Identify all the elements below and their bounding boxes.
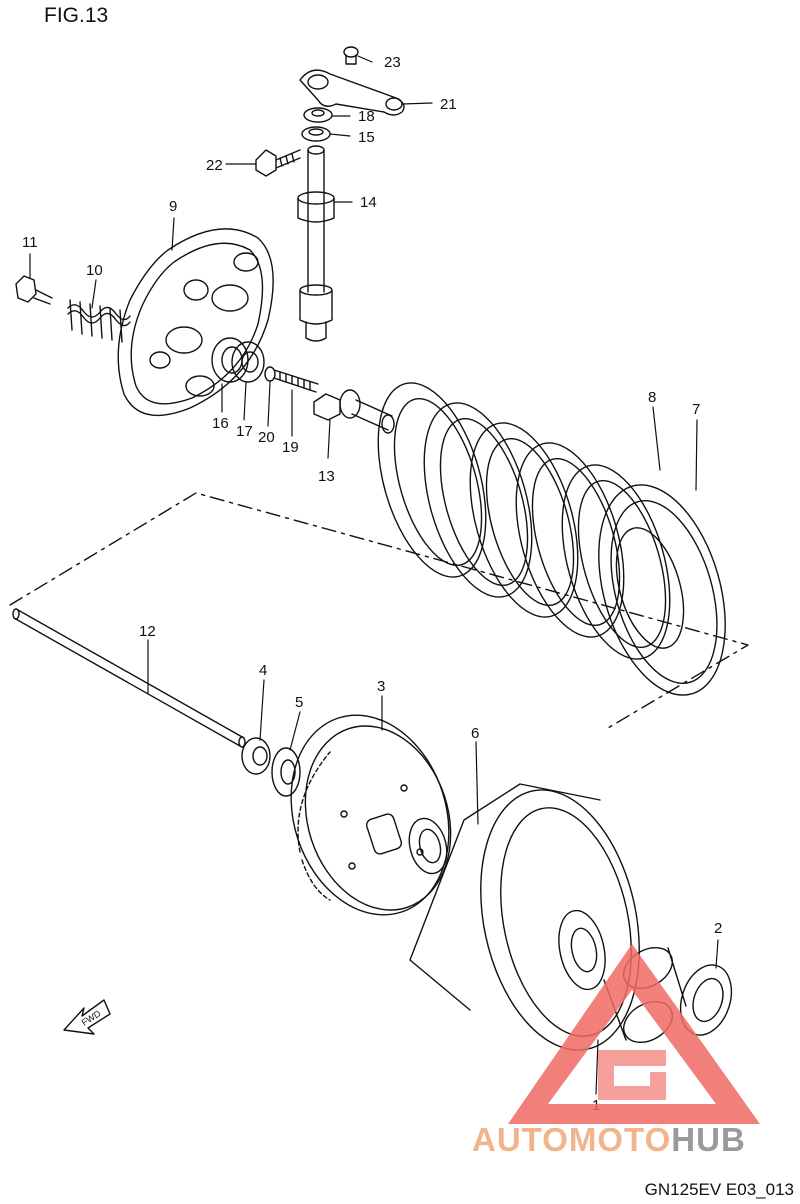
callout-9: 9 <box>169 198 177 215</box>
callout-12: 12 <box>139 623 156 640</box>
callout-5: 5 <box>295 694 303 711</box>
assembly-frame <box>9 492 749 729</box>
figure-title: FIG.13 <box>44 4 109 27</box>
fwd-arrow-icon: FWD <box>63 999 111 1035</box>
leader-lines <box>29 55 719 1095</box>
nut-4 <box>241 737 271 775</box>
callout-16: 16 <box>212 415 229 432</box>
callout-20: 20 <box>258 429 275 446</box>
callout-13: 13 <box>318 468 335 485</box>
callout-21: 21 <box>440 96 457 113</box>
push-piece-13 <box>313 389 395 434</box>
pressure-plate-9 <box>117 228 274 417</box>
washer-6 <box>408 817 448 875</box>
callout-23: 23 <box>384 54 401 71</box>
callout-10: 10 <box>86 262 103 279</box>
washer-18 <box>303 107 333 123</box>
callout-17: 17 <box>236 423 253 440</box>
callout-19: 19 <box>282 439 299 456</box>
watermark-logo-icon <box>508 944 760 1124</box>
callout-14: 14 <box>360 194 377 211</box>
lock-nut-17 <box>231 341 265 383</box>
callout-15: 15 <box>358 129 375 146</box>
watermark-text: AUTOMOTOHUB <box>472 1121 746 1159</box>
nut-20 <box>264 366 276 382</box>
bolt-22 <box>255 149 301 177</box>
primary-driven-gear-3 <box>290 714 452 916</box>
adjusting-screw-19 <box>273 369 319 393</box>
oil-seal-15 <box>301 126 331 142</box>
watermark-part1: AUTOMOTO <box>472 1121 672 1158</box>
callout-7: 7 <box>692 401 700 418</box>
callout-6: 6 <box>471 725 479 742</box>
bolt-11 <box>15 275 53 305</box>
clutch-spring-10 <box>67 299 131 343</box>
push-rod-12 <box>12 608 246 748</box>
callout-8: 8 <box>648 389 656 406</box>
screw-23 <box>343 46 359 65</box>
clutch-plate-stack <box>377 382 726 696</box>
callout-3: 3 <box>377 678 385 695</box>
figure-code: GN125EV E03_013 <box>644 1180 794 1199</box>
washer-5 <box>271 747 301 797</box>
callout-11: 11 <box>22 234 38 251</box>
callout-2: 2 <box>714 920 722 937</box>
callout-labels: 23 21 18 15 22 14 9 11 10 16 17 20 19 13… <box>22 54 722 1114</box>
callout-22: 22 <box>206 157 223 174</box>
callout-4: 4 <box>259 662 267 679</box>
release-shaft-14 <box>297 145 335 342</box>
watermark-part2: HUB <box>671 1121 746 1158</box>
callout-18: 18 <box>358 108 375 125</box>
